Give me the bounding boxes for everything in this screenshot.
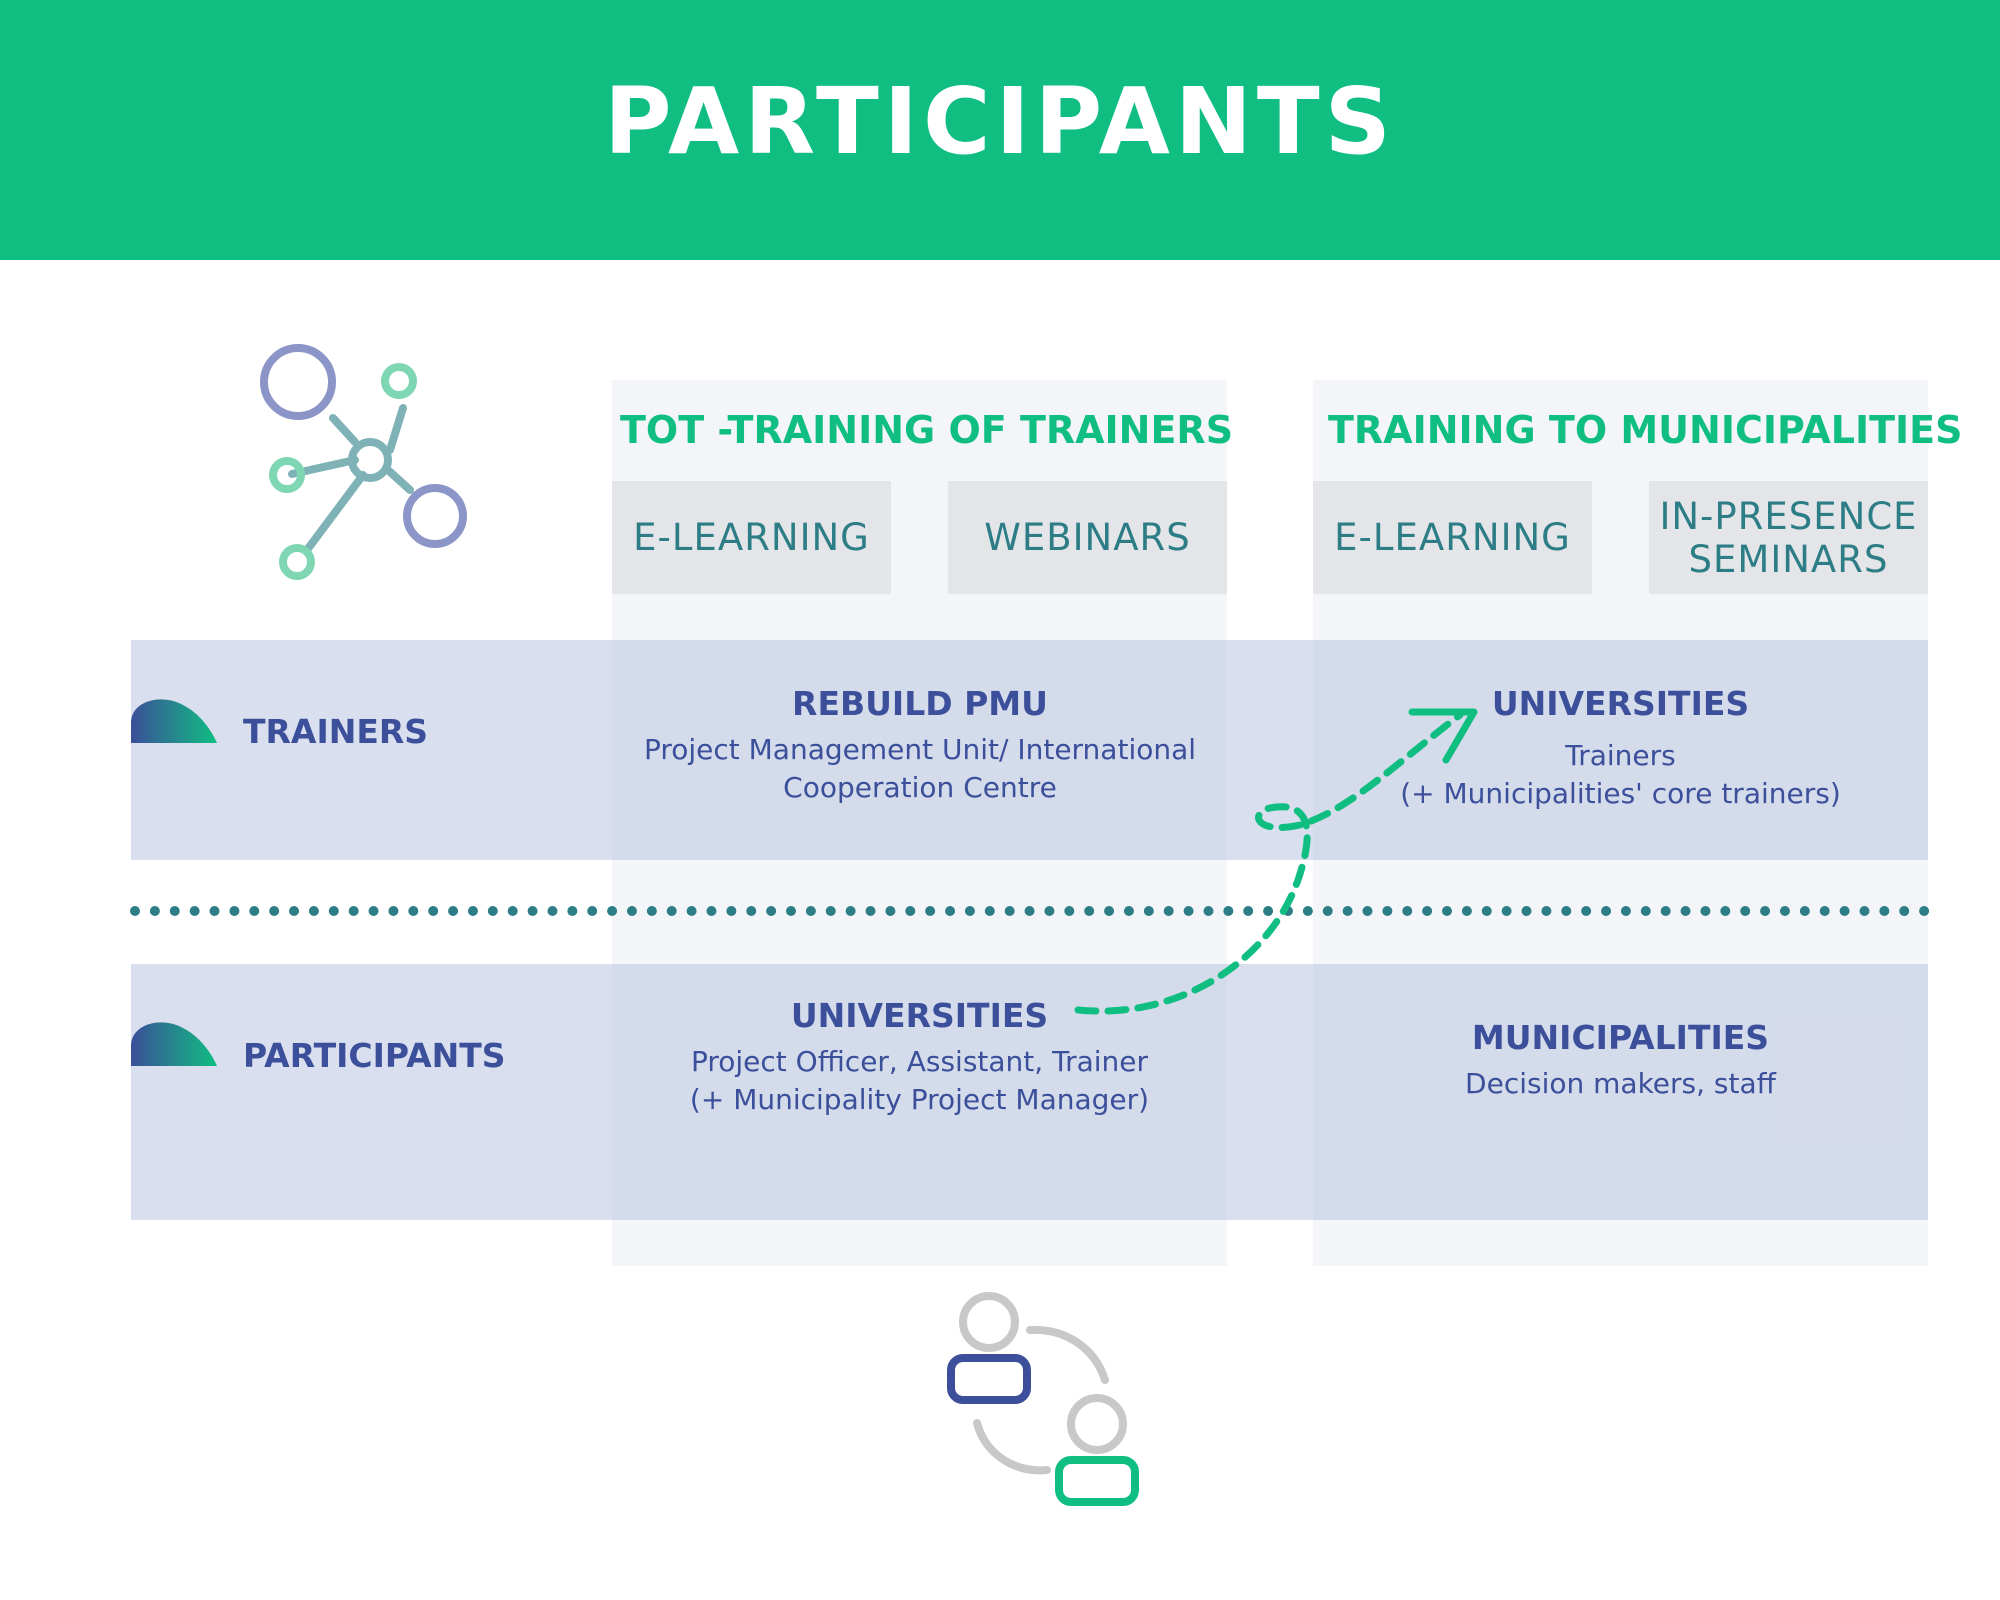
tab-tot-elearning: E-LEARNING bbox=[612, 481, 891, 594]
leaf-gradient-icon bbox=[131, 1022, 217, 1066]
row-label-trainers: TRAINERS bbox=[243, 712, 429, 751]
cell-heading: UNIVERSITIES bbox=[1491, 684, 1750, 723]
cell-detail: Trainers bbox=[1565, 739, 1676, 772]
row-band-trainers bbox=[131, 640, 1928, 860]
network-nodes-icon bbox=[260, 344, 467, 580]
tab-tot-webinars: WEBINARS bbox=[948, 481, 1227, 594]
people-exchange-icon bbox=[947, 1292, 1139, 1506]
leaf-gradient-icon bbox=[131, 699, 217, 743]
column-title-municipalities: TRAINING TO MUNICIPALITIES bbox=[1328, 408, 1963, 452]
cell-heading: MUNICIPALITIES bbox=[1471, 1018, 1770, 1057]
column-title-tot: TOT -TRAINING OF TRAINERS bbox=[620, 408, 1234, 452]
row-label-participants: PARTICIPANTS bbox=[243, 1036, 506, 1075]
cell-detail: (+ Municipalities' core trainers) bbox=[1400, 777, 1841, 810]
row-divider bbox=[130, 906, 1930, 916]
cell-heading: UNIVERSITIES bbox=[790, 996, 1049, 1035]
tab-municipalities-seminars: IN-PRESENCE SEMINARS bbox=[1649, 481, 1928, 594]
cell-heading: REBUILD PMU bbox=[792, 684, 1048, 723]
cell-detail: Project Officer, Assistant, Trainer bbox=[690, 1045, 1149, 1078]
tab-municipalities-elearning: E-LEARNING bbox=[1313, 481, 1592, 594]
header-banner bbox=[0, 0, 2000, 260]
cell-detail: (+ Municipality Project Manager) bbox=[689, 1083, 1150, 1116]
page-title: PARTICIPANTS bbox=[604, 68, 1396, 175]
cell-detail: Decision makers, staff bbox=[1465, 1067, 1776, 1100]
row-band-participants bbox=[131, 964, 1928, 1220]
cell-detail: Project Management Unit/ International C… bbox=[643, 733, 1197, 804]
cell-trainers-municipalities: UNIVERSITIES Trainers (+ Municipalities'… bbox=[1313, 684, 1928, 813]
cell-participants-tot: UNIVERSITIES Project Officer, Assistant,… bbox=[612, 996, 1227, 1119]
cell-participants-municipalities: MUNICIPALITIES Decision makers, staff bbox=[1313, 1018, 1928, 1103]
cell-trainers-tot: REBUILD PMU Project Management Unit/ Int… bbox=[620, 684, 1220, 807]
